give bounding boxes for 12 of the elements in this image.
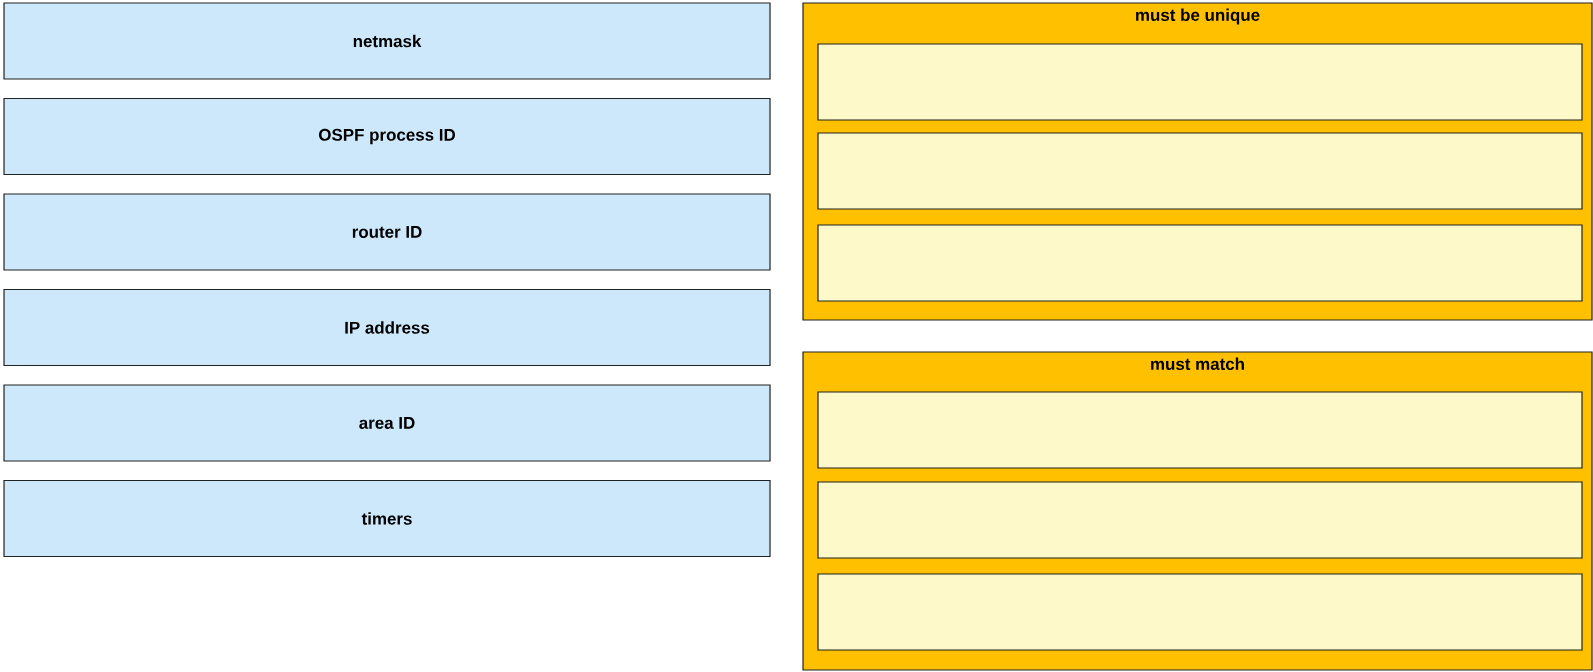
drop-box [817, 43, 1583, 121]
drop-box [817, 132, 1583, 210]
drop-box [817, 481, 1583, 559]
drop-box [817, 391, 1583, 469]
drop-box [817, 224, 1583, 302]
item-box: OSPF process ID [3, 97, 771, 176]
item-box: area ID [3, 384, 771, 462]
item-box: timers [3, 479, 771, 558]
item-box: netmask [3, 2, 771, 80]
item-box: IP address [3, 288, 771, 367]
item-box: router ID [3, 193, 771, 271]
drop-box [817, 573, 1583, 651]
